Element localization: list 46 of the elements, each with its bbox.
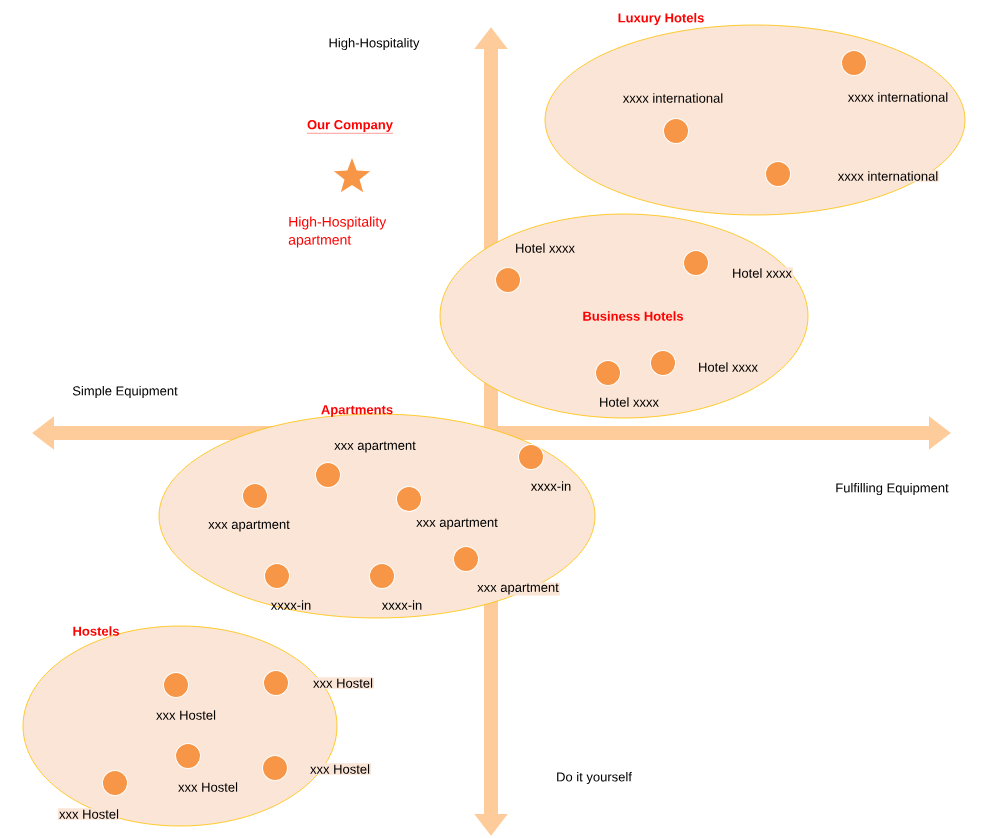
- dot: [663, 118, 689, 144]
- dot-label: Hotel xxxx: [516, 243, 575, 253]
- star: [333, 158, 371, 193]
- node-label: Luxury Hotels: [618, 12, 704, 26]
- dot: [518, 444, 544, 470]
- dot-label: Hotel xxxx: [699, 362, 758, 372]
- dot-label: Hotel xxxx: [600, 397, 659, 407]
- dot: [495, 267, 521, 293]
- dot-label: xxx Hostel: [156, 710, 216, 720]
- axis-label: Simple Equipment: [72, 385, 178, 399]
- dot: [595, 360, 621, 386]
- dot: [396, 486, 422, 512]
- dot: [765, 161, 791, 187]
- dot-label: xxxx international: [847, 92, 948, 102]
- dot-label: xxx apartment: [334, 441, 416, 453]
- dot-label: xxxx-in: [530, 481, 571, 491]
- dot: [262, 755, 288, 781]
- dot-label: xxx Hostel: [309, 763, 371, 775]
- dot-label: xxxx international: [622, 93, 723, 103]
- dot-label: xxx apartment: [416, 518, 498, 530]
- dot: [369, 563, 395, 589]
- axis-label: High-Hospitality: [329, 37, 420, 51]
- dot: [264, 563, 290, 589]
- dot-label: Hotel xxxx: [731, 267, 793, 279]
- dot: [175, 743, 201, 769]
- dot: [683, 250, 709, 276]
- company-heading: Our Company: [306, 120, 394, 134]
- axis-label: Do it yourself: [557, 771, 632, 785]
- dot: [453, 546, 479, 572]
- dot-label: xxx Hostel: [312, 677, 374, 689]
- dot: [650, 350, 676, 376]
- dot-label: xxx apartment: [476, 582, 560, 596]
- dot-label: xxxx-in: [270, 600, 311, 610]
- dot: [315, 462, 341, 488]
- dot: [102, 770, 128, 796]
- dot-label: xxx apartment: [208, 520, 290, 532]
- star-caption: High-Hospitality apartment: [288, 216, 387, 248]
- dot-label: xxx Hostel: [178, 782, 238, 792]
- dot-label: xxxx international: [836, 170, 940, 182]
- dot-label: xxxx-in: [381, 600, 422, 610]
- axis-label: Fulfilling Equipment: [836, 482, 949, 496]
- dot: [163, 672, 189, 698]
- dot: [263, 670, 289, 696]
- dot: [242, 483, 268, 509]
- dot: [841, 50, 867, 76]
- dot-label: xxx Hostel: [58, 808, 120, 820]
